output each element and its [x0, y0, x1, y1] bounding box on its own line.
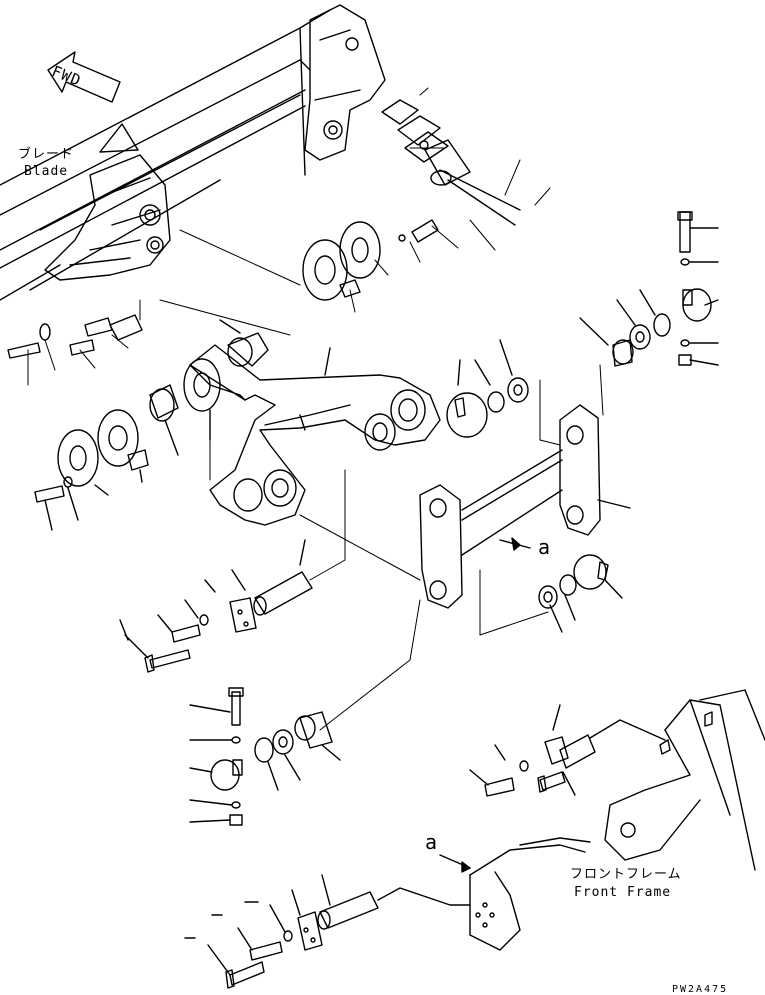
- right-washers: [579, 289, 671, 367]
- lift-arm: [189, 344, 441, 526]
- arm-bushing: [219, 319, 331, 376]
- cross-link: [419, 404, 631, 609]
- reference-a-lower: a: [425, 830, 438, 854]
- lower-right-pin-assembly: [469, 704, 666, 797]
- blade-label-en: Blade: [24, 164, 69, 179]
- leader-lines: [27, 87, 551, 386]
- lower-left-bolt-stack: [189, 687, 244, 826]
- right-bolt-stack: [677, 211, 719, 366]
- front-frame-label-en: Front Frame: [574, 885, 672, 900]
- front-frame-right: [604, 689, 765, 871]
- cylinder-rod: [424, 139, 521, 226]
- connection-lines: [209, 364, 604, 731]
- drawing-code: PW2A475: [672, 984, 729, 995]
- lower-washers-bushing: [254, 711, 341, 791]
- upper-left-bolt-group: [7, 314, 143, 359]
- blade-right-bracket: [304, 4, 386, 161]
- bottom-pin-assembly: [184, 874, 471, 989]
- blade-flanges: [302, 219, 439, 301]
- blade-beam: [0, 9, 331, 301]
- blade-label-jp: ブレード: [18, 147, 75, 162]
- flange-plates: [381, 99, 449, 163]
- middle-pin-assembly: [119, 539, 313, 673]
- fwd-arrow-icon: [47, 51, 121, 103]
- middle-ring-washers: [446, 339, 529, 438]
- left-flanges-bushing: [34, 358, 221, 531]
- blade-mount-bracket: [44, 154, 171, 281]
- front-frame-label-jp: フロントフレーム: [570, 867, 682, 882]
- reference-a-upper: a: [538, 535, 551, 559]
- right-ring-washers: [538, 554, 623, 633]
- front-frame-bottom: [439, 837, 591, 951]
